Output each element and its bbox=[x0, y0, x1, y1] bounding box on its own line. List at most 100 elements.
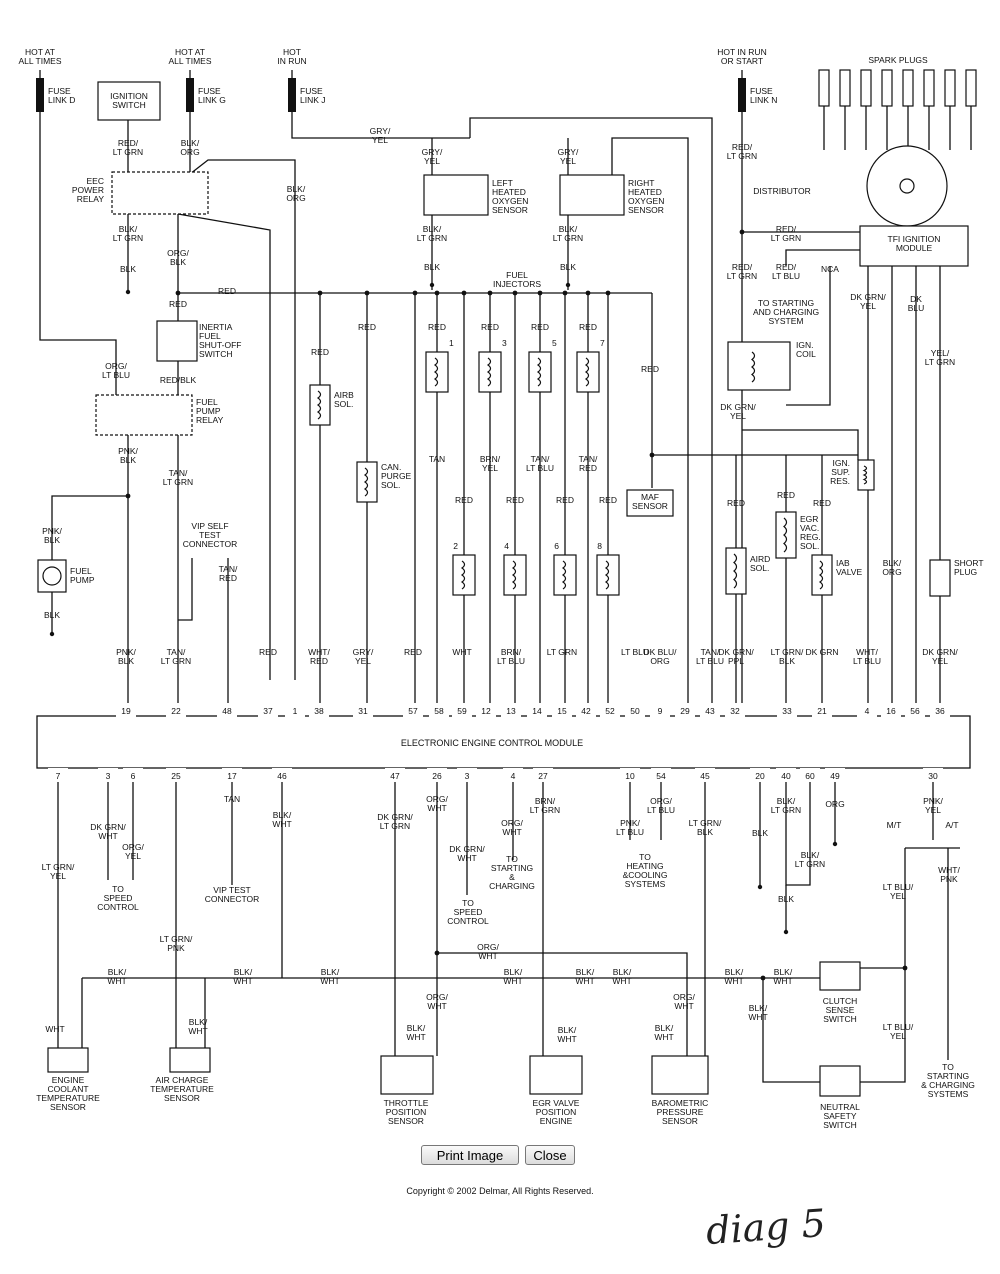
wire bbox=[189, 159, 296, 680]
wire-label: BLK bbox=[778, 894, 794, 904]
ecm-pin-wire-label: BRN/LT BLU bbox=[497, 647, 525, 666]
throttle-position-sensor bbox=[380, 1055, 434, 1095]
wire-label: WHT/PNK bbox=[938, 865, 960, 884]
airb-solenoid bbox=[309, 384, 331, 426]
ecm-pin-number: 54 bbox=[656, 771, 666, 781]
wire-label: BLK bbox=[424, 262, 440, 272]
ecm-pin-number: 22 bbox=[171, 706, 181, 716]
left-oxygen-sensor bbox=[423, 174, 489, 216]
ecm-top-pin bbox=[527, 703, 547, 717]
wire-label: RED/LT GRN bbox=[727, 262, 757, 281]
fuel-injector-coil-icon bbox=[584, 357, 590, 387]
ground-terminal bbox=[783, 929, 789, 935]
ecm-top-pin bbox=[309, 703, 329, 717]
wire-label: RED bbox=[579, 322, 597, 332]
tfi-ignition-module bbox=[859, 225, 969, 267]
ignition-switch bbox=[97, 81, 161, 121]
wire-label: RED bbox=[727, 498, 745, 508]
handwritten-note: diag 5 bbox=[704, 1200, 828, 1254]
wire bbox=[437, 952, 688, 1056]
spark-plug-icon bbox=[902, 69, 914, 107]
ign-suppression-resistor bbox=[857, 459, 875, 491]
ecm-bottom-pin bbox=[385, 768, 405, 782]
fuel-injector bbox=[425, 351, 449, 393]
fuel-injector bbox=[576, 351, 600, 393]
close-button[interactable]: Close bbox=[525, 1145, 575, 1165]
wire-label: RED bbox=[641, 364, 659, 374]
ecm-pin-number: 6 bbox=[131, 771, 136, 781]
wire-label: RED bbox=[455, 495, 473, 505]
ecm-top-pin bbox=[285, 703, 305, 717]
print-image-button[interactable]: Print Image bbox=[421, 1145, 519, 1165]
ecm-top-pin bbox=[625, 703, 645, 717]
ecm-pin-wire-label: PNK/BLK bbox=[116, 647, 136, 666]
ecm-pin-wire-label: LT GRN bbox=[547, 647, 577, 657]
ecm-top-pin bbox=[930, 703, 950, 717]
ecm-pin-number: 40 bbox=[781, 771, 791, 781]
ecm-pin-wire-label: RED bbox=[259, 647, 277, 657]
wire-label: BLK/WHT bbox=[612, 967, 632, 986]
fuse-link-icon bbox=[738, 78, 746, 112]
wire-label: BLK/WHT bbox=[188, 1017, 208, 1036]
ecm-pin-number: 20 bbox=[755, 771, 765, 781]
ecm-pin-number: 3 bbox=[465, 771, 470, 781]
wire-label: BLK bbox=[120, 264, 136, 274]
distributor-label: DISTRIBUTOR bbox=[753, 186, 810, 196]
wire-label: RED bbox=[813, 498, 831, 508]
wire-label: ORG bbox=[825, 799, 844, 809]
wire-label: LT BLU/YEL bbox=[883, 882, 914, 901]
wire-label: RED/LT GRN bbox=[727, 142, 757, 161]
right-oxygen-sensor bbox=[559, 174, 625, 216]
engine-coolant-temp-sensor bbox=[47, 1047, 89, 1073]
ecm-pin-number: 31 bbox=[358, 706, 368, 716]
junction-dot bbox=[434, 950, 440, 956]
copyright-text: Copyright © 2002 Delmar, All Rights Rese… bbox=[406, 1186, 594, 1196]
ecm-pin-number: 16 bbox=[886, 706, 896, 716]
wire-label: BLK/LT GRN bbox=[417, 224, 447, 243]
wire-label: BRN/LT GRN bbox=[530, 796, 560, 815]
ecm-top-pin bbox=[675, 703, 695, 717]
ecm-pin-number: 13 bbox=[506, 706, 516, 716]
wire-label: PNK/LT BLU bbox=[616, 818, 644, 837]
wire-label: BLK bbox=[44, 610, 60, 620]
wire-label: TAN/RED bbox=[579, 454, 598, 473]
fuse-link-icon bbox=[186, 78, 194, 112]
ecm-pin-number: 36 bbox=[935, 706, 945, 716]
ecm-pin-wire-label: DK GRN/PPL bbox=[718, 647, 754, 666]
airb-solenoid-coil-icon bbox=[316, 390, 322, 420]
ecm-top-pin bbox=[217, 703, 237, 717]
injector-number: 7 bbox=[600, 338, 605, 348]
wire-label: RED bbox=[599, 495, 617, 505]
ecm-title: ELECTRONIC ENGINE CONTROL MODULE bbox=[401, 738, 583, 748]
wire-label: RED/BLK bbox=[160, 375, 197, 385]
ecm-pin-wire-label: DK GRN/YEL bbox=[922, 647, 958, 666]
ecm-bottom-pin bbox=[651, 768, 671, 782]
wire-label: DK GRN/WHT bbox=[90, 822, 126, 841]
wire-label: ORG/WHT bbox=[673, 992, 695, 1011]
ecm-bottom-pin bbox=[750, 768, 770, 782]
ecm-bottom-pin bbox=[166, 768, 186, 782]
ecm-top-pin bbox=[777, 703, 797, 717]
ecm-top-pin bbox=[576, 703, 596, 717]
wire-label: ORG/BLK bbox=[167, 248, 189, 267]
